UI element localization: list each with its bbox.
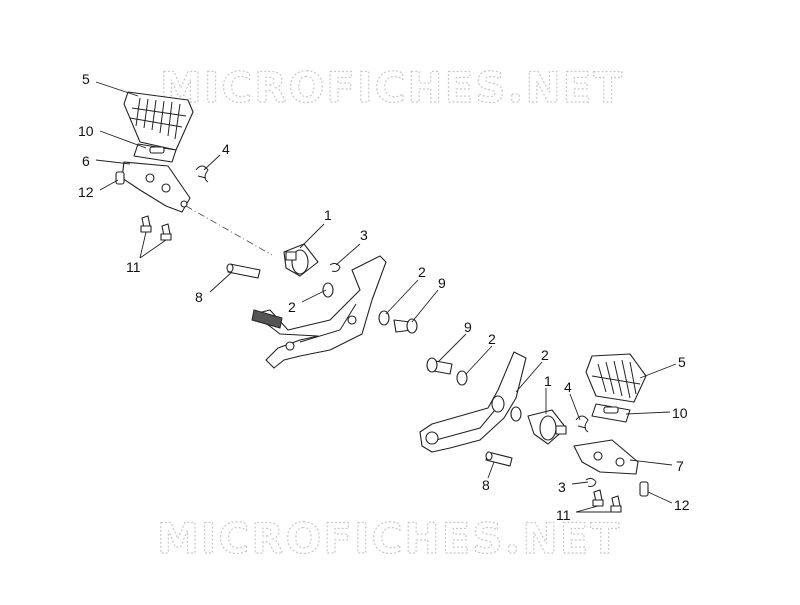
pivot-bushing-left — [283, 243, 319, 277]
callout-5-right: 5 — [678, 354, 686, 370]
pivot-bushing-right — [527, 409, 567, 445]
callout-6: 6 — [82, 153, 90, 169]
callout-10-left: 10 — [78, 123, 94, 139]
callout-11-right: 11 — [556, 507, 571, 523]
bolt-left — [393, 318, 418, 334]
lever-rubber-left — [251, 309, 283, 329]
lever-bracket-right — [419, 351, 527, 453]
spring-clip-right — [575, 415, 589, 433]
bolts-right — [592, 489, 622, 513]
callout-8-right: 8 — [482, 477, 490, 493]
grub-screw-right — [639, 481, 649, 497]
callout-2-right-b: 2 — [541, 347, 549, 363]
callout-8-left: 8 — [195, 289, 203, 305]
circlip-left — [329, 262, 341, 272]
callout-3-left: 3 — [360, 227, 368, 243]
callout-12-left: 12 — [78, 184, 94, 200]
washer-left-a — [322, 282, 334, 298]
callout-4-right: 4 — [564, 379, 572, 395]
leader-lines — [95, 81, 677, 513]
centerline-left — [185, 205, 273, 256]
circlip-right — [585, 477, 597, 487]
bolts-left — [140, 215, 172, 241]
bolt-right — [426, 357, 453, 375]
callout-9-right: 9 — [464, 319, 472, 335]
washer-right-b — [510, 406, 522, 422]
callout-1-right: 1 — [544, 373, 552, 389]
footpeg-bracket-right — [573, 439, 639, 475]
lever-bracket-left — [253, 255, 387, 369]
callout-7: 7 — [676, 458, 684, 474]
callout-4-left: 4 — [222, 141, 230, 157]
callout-9-left: 9 — [438, 275, 446, 291]
footpeg-rubber-right — [585, 353, 647, 403]
grub-screw-left — [115, 171, 125, 185]
watermark-bottom: MICROFICHES.NET — [157, 514, 621, 563]
callout-2-left-a: 2 — [288, 299, 296, 315]
pin-right — [485, 451, 513, 467]
pin-left — [226, 263, 261, 279]
callout-2-right-a: 2 — [488, 331, 496, 347]
callout-1-left: 1 — [324, 207, 332, 223]
watermark-top: MICROFICHES.NET — [160, 63, 624, 112]
footpeg-plate-left — [133, 143, 177, 163]
footpeg-plate-right — [591, 403, 631, 423]
callout-11-left: 11 — [126, 259, 141, 275]
washer-right-a — [456, 370, 468, 386]
footpeg-bracket-left — [121, 161, 191, 213]
callout-5-left: 5 — [82, 71, 90, 87]
callout-12-right: 12 — [674, 497, 690, 513]
callout-10-right: 10 — [672, 405, 688, 421]
footpeg-rubber-left — [123, 91, 194, 151]
callout-2-left-b: 2 — [418, 264, 426, 280]
washer-left-b — [378, 310, 390, 326]
spring-clip-left — [195, 165, 209, 183]
callout-3-right: 3 — [558, 479, 566, 495]
